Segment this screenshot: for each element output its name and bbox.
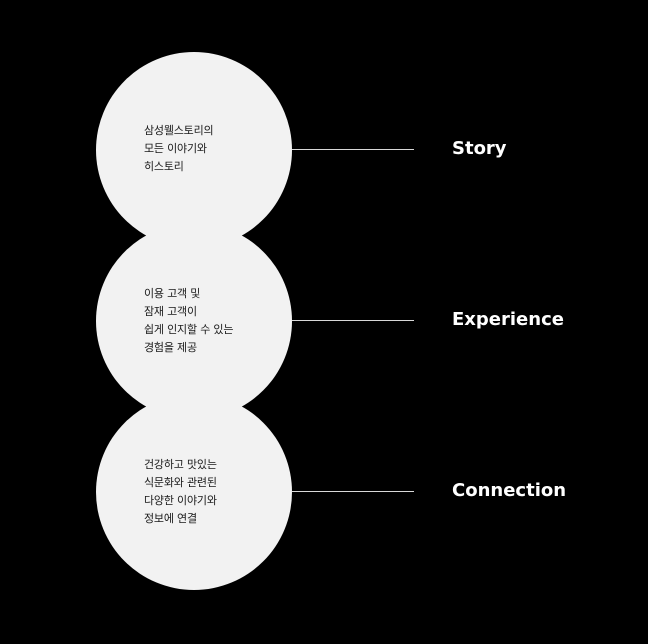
connection-description-line: 식문화와 관련된: [144, 476, 217, 489]
story-circle: 삼성웰스토리의 모든 이야기와 히스토리: [96, 52, 292, 248]
connection-description-line: 건강하고 맛있는: [144, 458, 217, 471]
story-connector-line: [292, 149, 414, 150]
connection-description-line: 다양한 이야기와: [144, 494, 217, 507]
story-description: 삼성웰스토리의 모든 이야기와 히스토리: [144, 122, 284, 176]
connection-label: Connection: [452, 480, 567, 501]
story-description-line: 모든 이야기와: [144, 142, 207, 155]
story-label: Story: [452, 138, 507, 159]
experience-description: 이용 고객 및 잠재 고객이 쉽게 인지할 수 있는 경험을 제공: [144, 285, 284, 357]
experience-circle: 이용 고객 및 잠재 고객이 쉽게 인지할 수 있는 경험을 제공: [96, 223, 292, 419]
story-description-line: 히스토리: [144, 160, 184, 173]
story-description-line: 삼성웰스토리의: [144, 124, 214, 137]
experience-description-line: 쉽게 인지할 수 있는: [144, 323, 234, 336]
experience-description-line: 경험을 제공: [144, 341, 197, 354]
experience-description-line: 잠재 고객이: [144, 305, 197, 318]
experience-connector-line: [292, 320, 414, 321]
connection-connector-line: [292, 491, 414, 492]
connection-description-line: 정보에 연결: [144, 512, 197, 525]
connection-description: 건강하고 맛있는 식문화와 관련된 다양한 이야기와 정보에 연결: [144, 456, 284, 528]
connection-circle: 건강하고 맛있는 식문화와 관련된 다양한 이야기와 정보에 연결: [96, 394, 292, 590]
experience-label: Experience: [452, 309, 564, 330]
experience-description-line: 이용 고객 및: [144, 287, 201, 300]
